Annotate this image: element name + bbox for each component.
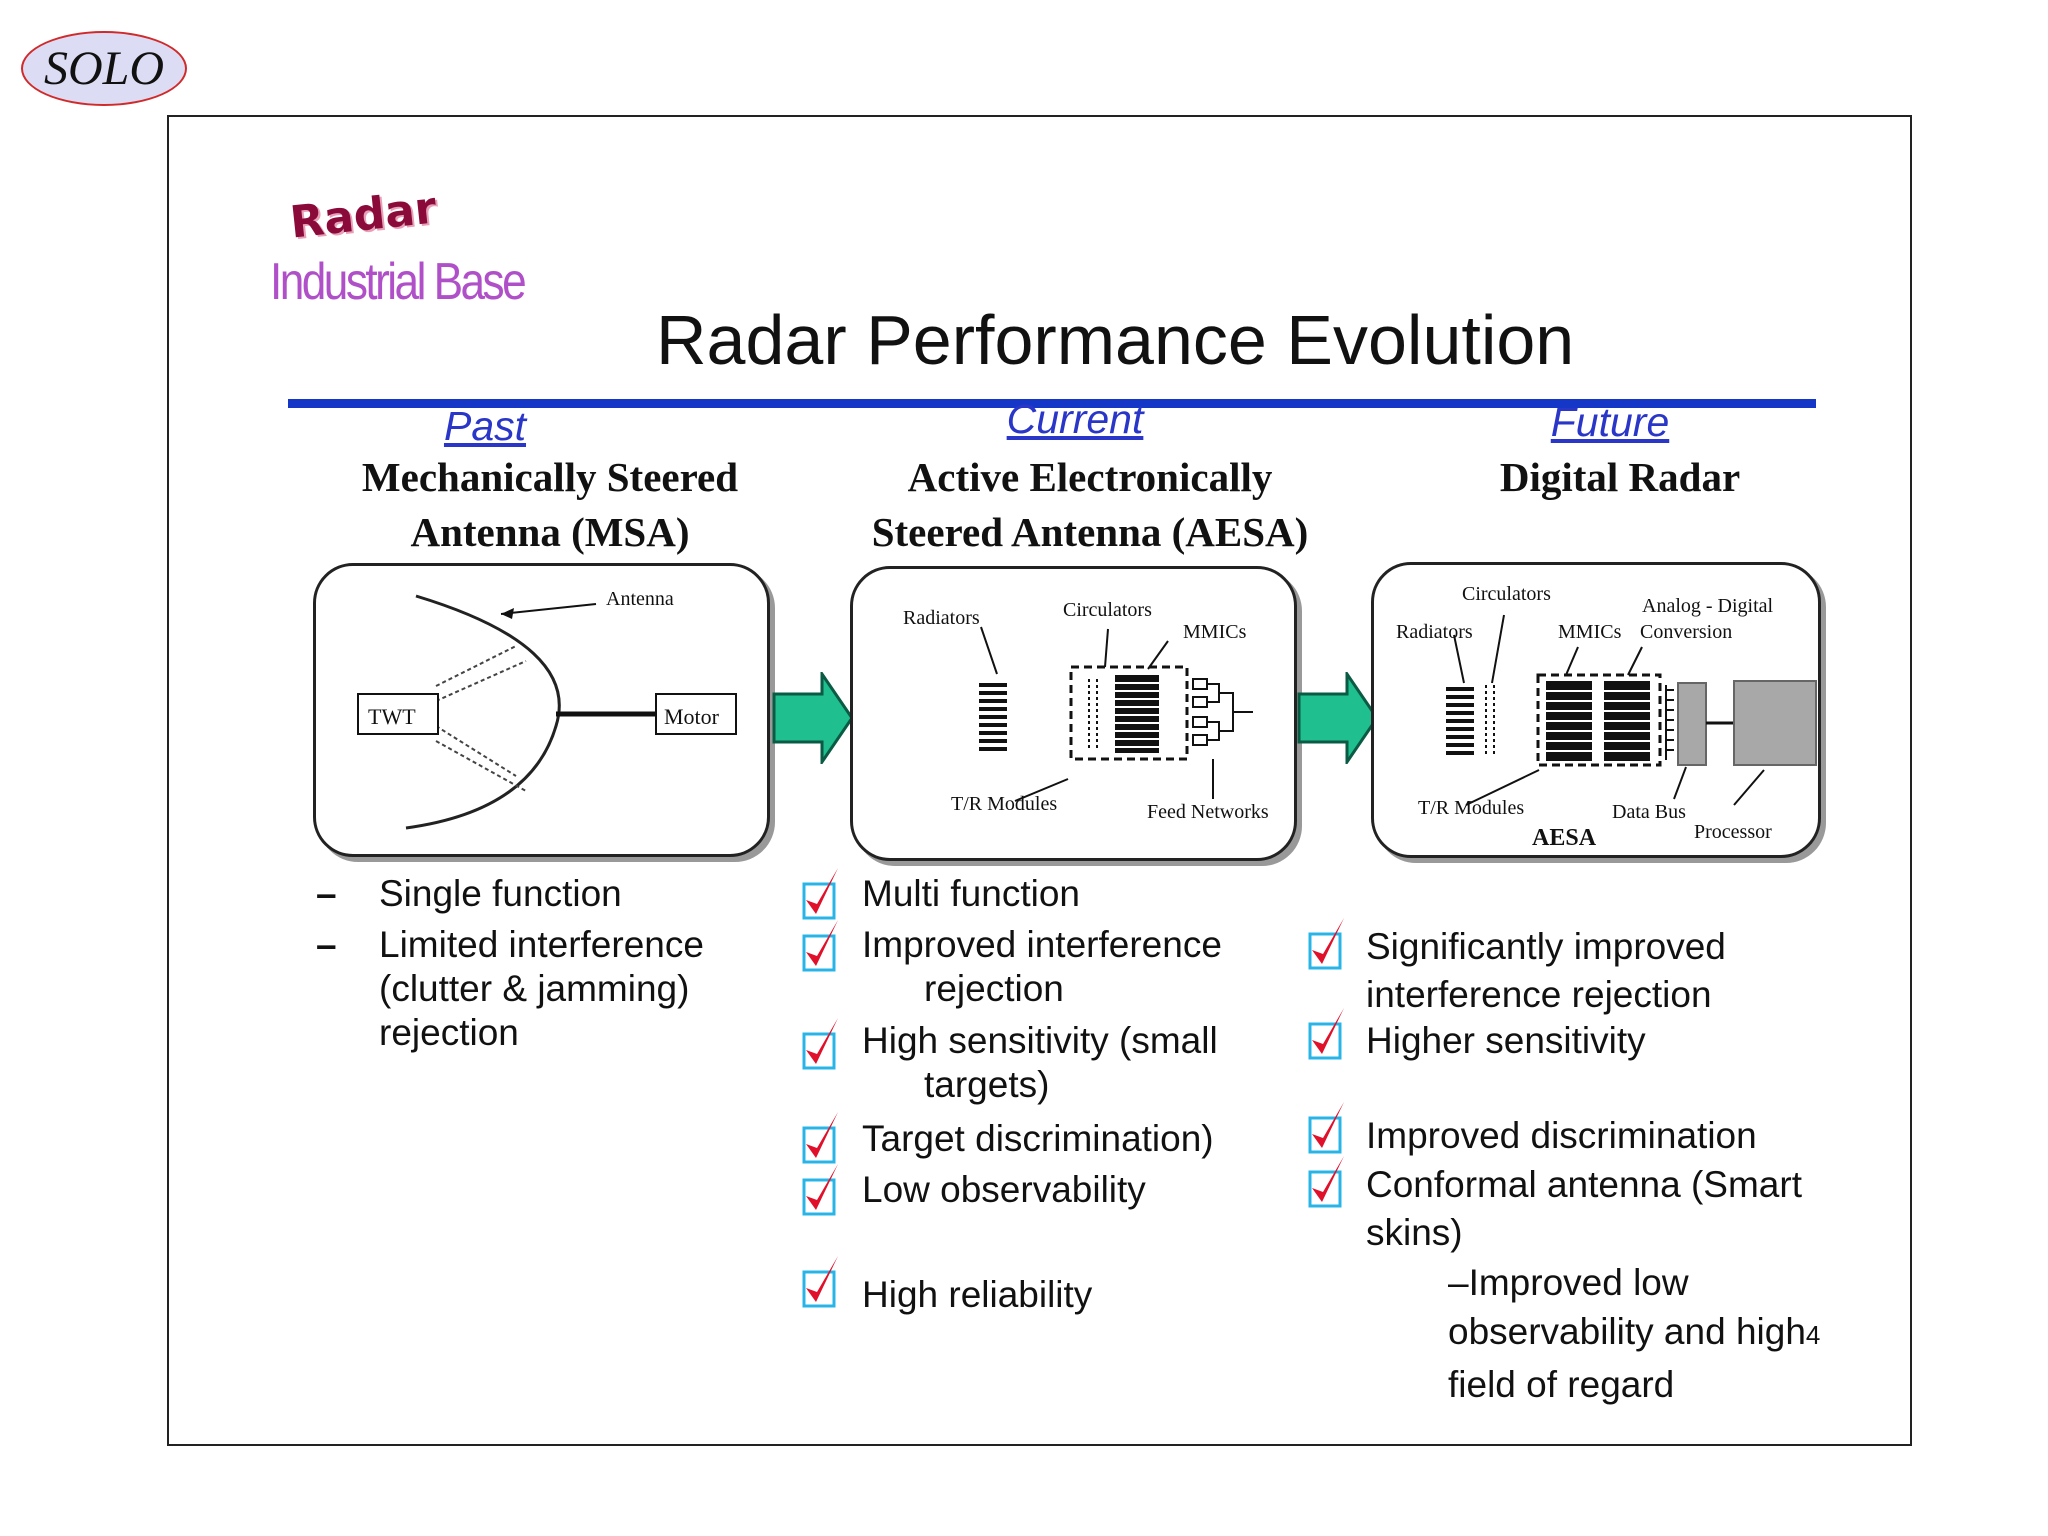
check-icon [1306, 1098, 1348, 1156]
heading-current: Active Electronically Steered Antenna (A… [830, 450, 1350, 560]
check-icon [1306, 1004, 1348, 1062]
antenna-pointer-head [501, 608, 514, 619]
feed-line-lower [435, 725, 517, 777]
feed-network-tree [1192, 678, 1253, 746]
digital-radar-diagram: Circulators Radiators MMICs Analog - Dig… [1371, 562, 1821, 858]
future-bullet-2: Higher sensitivity [1366, 1020, 1646, 1061]
label-conversion: Conversion [1640, 621, 1733, 643]
feed-line-upper2 [435, 660, 527, 702]
processor-block [1733, 680, 1817, 766]
check-icon [800, 1252, 842, 1310]
feed-line-lower2 [435, 740, 527, 792]
check-icon [1306, 914, 1348, 972]
future-bullet-4: Conformal antenna (Smart skins) [1366, 1164, 1802, 1253]
title-rule [288, 399, 1816, 408]
label-future-mmics: MMICs [1558, 621, 1622, 643]
check-icon [800, 1014, 842, 1072]
label-mmics: MMICs [1183, 621, 1247, 643]
digital-radar-svg [1446, 614, 1817, 806]
arrow-past-to-current [772, 672, 854, 764]
current-bullet-2: Improved interference rejection [862, 924, 1222, 1009]
radiators-block [979, 681, 1007, 751]
aesa-diagram-svg [979, 626, 1253, 802]
label-tr-modules: T/R Modules [951, 793, 1058, 815]
label-circulators: Circulators [1063, 599, 1152, 621]
future-adc [1665, 685, 1674, 760]
heading-past-line2: Antenna (MSA) [410, 509, 690, 555]
msa-diagram-svg [357, 594, 737, 830]
era-current[interactable]: Current [1006, 396, 1144, 442]
heading-current-line2: Steered Antenna (AESA) [871, 509, 1309, 555]
label-motor: Motor [664, 704, 719, 729]
label-future-radiators: Radiators [1396, 621, 1473, 643]
past-bullet-text: Limited interference (clutter & jamming)… [379, 924, 704, 1053]
label-aesa: AESA [1532, 825, 1597, 851]
twt-box [357, 693, 439, 735]
future-mmics [1546, 681, 1650, 761]
label-data-bus: Data Bus [1612, 801, 1686, 823]
heading-past: Mechanically Steered Antenna (MSA) [320, 450, 780, 560]
label-adc: Analog - Digital [1642, 595, 1774, 617]
label-processor: Processor [1694, 821, 1772, 843]
label-twt: TWT [368, 704, 416, 729]
label-radiators: Radiators [903, 607, 980, 629]
dish-reflector-shape [405, 594, 561, 830]
mmic-block [1115, 675, 1159, 753]
tr-module-outline [1069, 665, 1189, 761]
dash-bullet: – [316, 924, 337, 965]
label-antenna: Antenna [606, 588, 674, 610]
label-feed-networks: Feed Networks [1147, 801, 1269, 823]
msa-diagram: Antenna TWT Motor [313, 563, 770, 857]
check-icon [800, 864, 842, 922]
logo-industrial-base-text: Industrial Base [270, 253, 527, 311]
past-bullet-text: Single function [379, 873, 622, 914]
page-number: 4 [1805, 1320, 1821, 1350]
current-bullet-4: Target discrimination) [862, 1118, 1214, 1159]
dash-bullet: – [316, 873, 337, 914]
heading-future-line1: Digital Radar [1499, 454, 1741, 500]
arrow-current-to-future [1297, 672, 1379, 764]
future-radiators [1446, 687, 1474, 755]
circulator-column [1088, 679, 1098, 749]
future-circulators [1485, 685, 1495, 755]
feed-line-upper [435, 645, 517, 687]
motor-box [655, 693, 737, 735]
future-tr-outline [1536, 673, 1662, 767]
future-bullet-1: Significantly improved interference reje… [1366, 926, 1726, 1015]
era-future[interactable]: Future [1550, 399, 1670, 445]
future-sub-bullet: –Improved low observability and high4 fi… [1448, 1262, 1821, 1405]
antenna-pointer [500, 603, 597, 615]
check-icon [800, 1108, 842, 1166]
aesa-diagram: Radiators Circulators MMICs T/R Modules … [850, 566, 1297, 861]
label-future-circulators: Circulators [1462, 583, 1551, 605]
current-bullet-1: Multi function [862, 873, 1080, 914]
solo-badge: SOLO [21, 31, 187, 106]
check-icon [800, 1160, 842, 1218]
future-bullet-3: Improved discrimination [1366, 1115, 1757, 1156]
current-bullet-6: High reliability [862, 1274, 1093, 1315]
current-bullet-3: High sensitivity (small targets) [862, 1020, 1218, 1105]
heading-future: Digital Radar [1440, 450, 1800, 505]
data-bus-block [1677, 682, 1707, 766]
current-bullet-5: Low observability [862, 1169, 1146, 1210]
check-icon [800, 916, 842, 974]
era-past[interactable]: Past [443, 403, 527, 449]
check-icon [1306, 1152, 1348, 1210]
slide-title: Radar Performance Evolution [656, 301, 1575, 379]
heading-past-line1: Mechanically Steered [361, 454, 739, 500]
label-future-tr-modules: T/R Modules [1418, 797, 1525, 819]
heading-current-line1: Active Electronically [907, 454, 1273, 500]
slide-frame [167, 115, 1912, 1446]
